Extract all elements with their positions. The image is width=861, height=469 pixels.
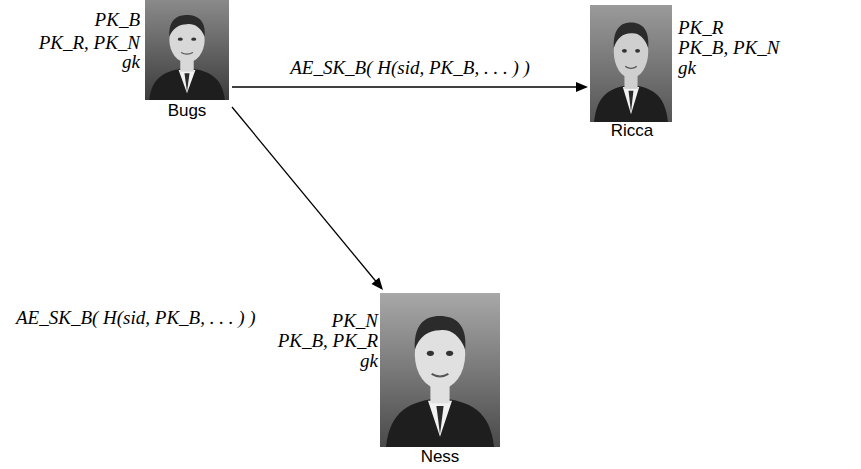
arrow-line bbox=[232, 107, 377, 282]
key-list: PK_B bbox=[95, 10, 140, 30]
person-name: Ricca bbox=[611, 121, 654, 141]
person-node: PK_RPK_B, PK_NgkRicca bbox=[588, 5, 779, 141]
person-name: Ness bbox=[421, 447, 460, 467]
person-node: PK_B PK_R, PK_NgkBugs bbox=[20, 0, 232, 122]
arrow-line bbox=[232, 86, 578, 87]
person-name: Bugs bbox=[168, 101, 207, 121]
key-list: PK_N bbox=[332, 311, 378, 331]
key-list: PK_B, PK_R bbox=[278, 331, 378, 351]
portrait-photo bbox=[380, 293, 500, 447]
message-label: AE_SK_B( H(sid, PK_B, . . . ) ) bbox=[14, 307, 258, 329]
portrait-photo bbox=[145, 0, 229, 100]
key-list: gk bbox=[360, 351, 378, 371]
arrow-head bbox=[576, 82, 588, 92]
key-list: PK_B, PK_N bbox=[678, 38, 779, 58]
message-label: AE_SK_B( H(sid, PK_B, . . . ) ) bbox=[288, 57, 532, 79]
arrow-head bbox=[372, 278, 383, 290]
key-list: gk bbox=[122, 52, 140, 72]
portrait-photo bbox=[590, 5, 672, 122]
key-list: PK_R bbox=[678, 18, 723, 38]
key-list: PK_R, PK_N bbox=[39, 33, 140, 53]
key-list: gk bbox=[678, 58, 696, 78]
person-node: PK_NPK_B, PK_RgkNess bbox=[278, 290, 505, 469]
